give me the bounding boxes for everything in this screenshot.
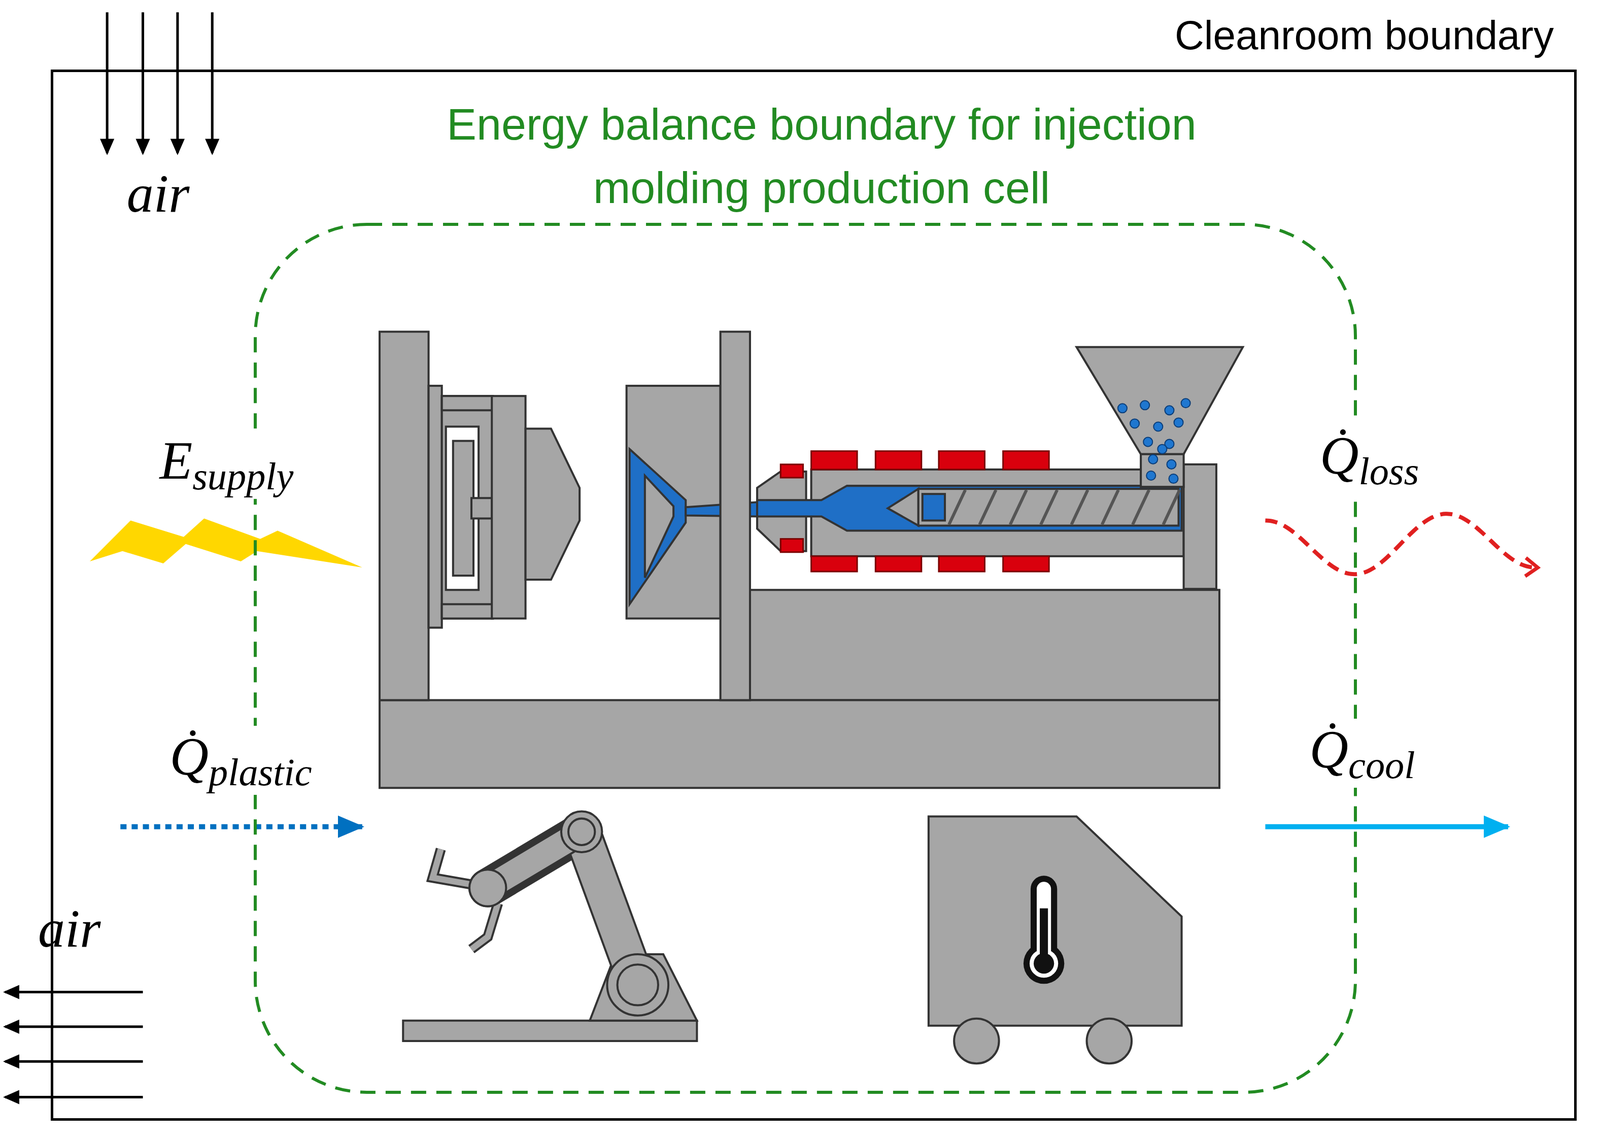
- injection-molding-machine-part: [629, 449, 687, 605]
- screw-flights: [948, 489, 1180, 525]
- plastic-pellets-part: [1173, 417, 1183, 427]
- injection-molding-machine-part: [441, 603, 494, 619]
- heater-bands-part: [938, 451, 985, 470]
- injection-molding-machine-part: [1183, 464, 1217, 589]
- plastic-pellets-part: [1181, 398, 1191, 408]
- injection-molding-machine-part: [750, 589, 1220, 700]
- temperature-control-unit: [928, 816, 1182, 1064]
- injection-molding-machine-part: [922, 493, 945, 521]
- plastic-pellets-part: [1153, 421, 1163, 431]
- air-inflow-arrows-part: [141, 12, 145, 153]
- injection-molding-machine-part: [626, 385, 721, 619]
- injection-molding-machine-part: [1140, 454, 1184, 487]
- dashed-boundary-line: [255, 224, 1356, 1093]
- screw-flights-part: [1132, 489, 1149, 525]
- temperature-control-unit-part: [1086, 1018, 1132, 1064]
- cleanroom-boundary: Cleanroom boundaryEnergy balance boundar…: [50, 69, 1577, 1121]
- plastic-heat-arrow: [120, 824, 363, 830]
- injection-molding-machine-part: [887, 488, 918, 526]
- injection-molding-machine-part: [525, 428, 581, 581]
- dashed-boundary-outline: [253, 222, 1358, 1095]
- injection-molding-machine: [379, 331, 1243, 788]
- plastic-pellets-part: [1143, 437, 1153, 447]
- temperature-control-unit-part: [954, 1018, 999, 1064]
- screw-flights-part: [1071, 489, 1088, 525]
- injection-molding-machine-part: [441, 395, 494, 619]
- handling-robot-part: [469, 869, 506, 906]
- temperature-control-unit-part: [928, 816, 1182, 1026]
- air-outflow-arrows-part: [5, 1095, 143, 1099]
- electric-lightning-bolt: [89, 518, 363, 568]
- temperature-control-unit-part: [1029, 948, 1059, 978]
- handling-robot-part: [402, 1020, 697, 1041]
- injection-molding-machine-part: [1076, 347, 1243, 455]
- plastic-pellets-part: [1130, 418, 1140, 428]
- injection-molding-machine-part: [379, 331, 429, 700]
- injection-molding-machine-part: [428, 385, 442, 628]
- screw-flights-part: [979, 489, 996, 525]
- handling-robot-part: [568, 818, 595, 845]
- heater-bands-part: [875, 451, 922, 470]
- air-outflow-arrows: [5, 991, 143, 1097]
- handling-robot-part: [617, 964, 659, 1005]
- heater-bands-part: [780, 538, 803, 553]
- screw-flights-part: [1040, 489, 1058, 525]
- air-outflow-arrows-part: [5, 1025, 143, 1028]
- plastic-pellets-part: [1146, 470, 1156, 481]
- screw-flights-part: [948, 489, 966, 525]
- screw-flights-part: [1010, 489, 1027, 525]
- plastic-pellets: [1117, 398, 1191, 484]
- injection-molding-machine-part: [644, 475, 674, 578]
- plastic-pellets-part: [1140, 400, 1150, 410]
- injection-molding-machine-part: [720, 331, 751, 700]
- heat-loss-wave: [1265, 513, 1536, 574]
- heater-bands-part: [811, 451, 858, 470]
- plastic-pellets-part: [1166, 459, 1176, 469]
- injection-molding-machine-part: [441, 395, 494, 411]
- screw-flights-part: [1102, 489, 1119, 525]
- boundary-label: Energy balance boundary for injection mo…: [415, 92, 1228, 220]
- air-inflow-arrows: [107, 12, 213, 153]
- injection-molding-machine-part: [471, 497, 492, 519]
- injection-molding-machine-part: [491, 395, 526, 619]
- heater-bands-part: [780, 464, 803, 478]
- heater-bands-part: [811, 556, 858, 572]
- energy-balance-boundary: Energy balance boundary for injection mo…: [253, 222, 1358, 1095]
- heater-bands-part: [1003, 451, 1049, 470]
- handling-robot: [402, 811, 697, 1041]
- cooling-heat-arrow: [1265, 824, 1509, 830]
- handling-robot-part: [487, 831, 638, 985]
- plastic-pellets-part: [1164, 405, 1174, 415]
- air-inflow-arrows-part: [211, 12, 214, 153]
- heater-bands-part: [1003, 556, 1049, 572]
- air-label: air: [32, 897, 107, 960]
- temperature-control-unit-part: [1033, 952, 1054, 974]
- screw-flights-part: [1163, 489, 1180, 525]
- handling-robot-part: [606, 954, 669, 1016]
- plastic-heat-symbol: Q̇plastic: [164, 725, 318, 795]
- plastic-pellets-part: [1148, 454, 1158, 464]
- air-outflow-arrows-part: [5, 990, 143, 994]
- injection-molding-machine-part: [757, 485, 1182, 531]
- air-label: air: [121, 162, 195, 225]
- air-inflow-arrows-part: [106, 12, 109, 153]
- plastic-pellets-part: [1168, 473, 1178, 484]
- energy-supply-symbol: Esupply: [154, 429, 299, 499]
- heater-bands-part: [938, 556, 985, 572]
- heater-bands-part: [875, 556, 922, 572]
- cooling-heat-symbol: Q̇cool: [1304, 718, 1420, 788]
- boundary-label: Cleanroom boundary: [1174, 12, 1554, 59]
- heat-loss-symbol: Q̇loss: [1314, 424, 1424, 494]
- injection-molding-machine-part: [918, 488, 1179, 526]
- air-outflow-arrows-part: [5, 1060, 143, 1063]
- plastic-pellets-part: [1157, 444, 1167, 454]
- heater-bands: [780, 451, 1049, 572]
- handling-robot-part: [589, 954, 697, 1021]
- handling-robot-part: [561, 811, 602, 853]
- injection-molding-machine-part: [379, 699, 1220, 788]
- plastic-pellets-part: [1117, 403, 1128, 413]
- air-inflow-arrows-part: [176, 12, 179, 153]
